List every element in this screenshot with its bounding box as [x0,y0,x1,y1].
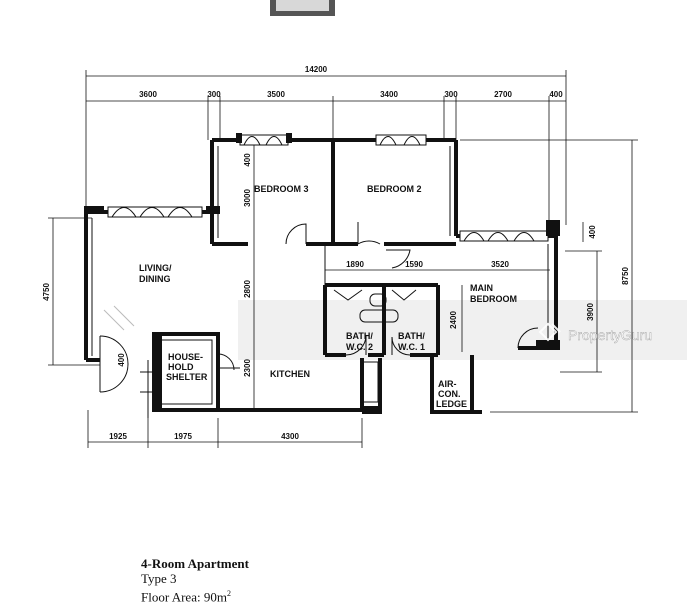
dim-bath-row-3: 3520 [491,260,509,269]
room-bedroom-2: BEDROOM 2 [367,184,422,194]
caption-area-sup: 2 [226,589,231,598]
dim-bath-depth: 2400 [449,311,458,329]
watermark-text: PropertyGuru [568,327,652,343]
dim-shelter-small: 2300 [243,359,252,377]
wall-corners [84,133,560,414]
dim-overall-width: 14200 [305,65,328,74]
room-bedroom-3: BEDROOM 3 [254,184,309,194]
top-cropped-object [270,0,335,16]
room-bath1-line1: BATH/ [398,331,425,341]
doors [99,222,539,393]
dim-top-6: 2700 [494,90,512,99]
dimension-labels: 14200 3600 300 3500 3400 300 2700 400 47… [42,65,630,441]
plan-caption: 4-Room Apartment Type 3 Floor Area: 90m2 [141,556,401,604]
dim-left-height: 4750 [42,283,51,301]
dim-bottom-1: 1925 [109,432,127,441]
dim-living-inner: 2800 [243,280,252,298]
room-bath2-line2: W.C. 2 [346,342,373,352]
windows [107,134,549,242]
dimension-lines [48,70,638,448]
room-shelter-line3: SHELTER [166,372,208,382]
dim-door-small: 400 [117,353,126,367]
room-aircon-line1: AIR- [438,379,457,389]
dim-bottom-2: 1975 [174,432,192,441]
dim-bottom-3: 4300 [281,432,299,441]
dim-top-1: 3600 [139,90,157,99]
dim-top-4: 3400 [380,90,398,99]
inner-walls [91,146,549,418]
watermark: PropertyGuru [238,300,687,360]
living-detail [103,305,135,331]
caption-type: Type 3 [141,571,177,586]
caption-title: 4-Room Apartment [141,556,249,571]
room-shelter-line2: HOLD [168,362,194,372]
room-main-bedroom-line1: MAIN [470,283,493,293]
dim-top-2: 300 [207,90,221,99]
dim-right-overall: 8750 [621,267,630,285]
room-living-line1: LIVING/ [139,263,172,273]
caption-area-label: Floor Area: 90m [141,589,227,604]
room-bath1-line2: W.C. 1 [398,342,425,352]
dim-top-5: 300 [444,90,458,99]
dim-bath-row-2: 1590 [405,260,423,269]
bath-fixtures [333,289,417,323]
dim-bath-row-1: 1890 [346,260,364,269]
dim-top-3: 3500 [267,90,285,99]
caption-floor-area: Floor Area: 90m2 [141,586,401,604]
dim-right-main-bedroom: 3900 [586,303,595,321]
walls [84,138,558,414]
watermark-logo-icon [538,322,561,342]
dim-top-7: 400 [549,90,563,99]
dim-bedroom3-small: 400 [243,153,252,167]
dim-bedroom3-depth: 3000 [243,189,252,207]
room-main-bedroom-line2: BEDROOM [470,294,517,304]
room-bath2-line1: BATH/ [346,331,373,341]
room-kitchen: KITCHEN [270,369,310,379]
room-shelter-line1: HOUSE- [168,352,203,362]
room-aircon-line2: CON. [438,389,461,399]
room-labels: BEDROOM 3 BEDROOM 2 LIVING/ DINING MAIN … [139,184,517,409]
dim-right-top-small: 400 [588,225,597,239]
room-aircon-line3: LEDGE [436,399,467,409]
room-living-line2: DINING [139,274,171,284]
